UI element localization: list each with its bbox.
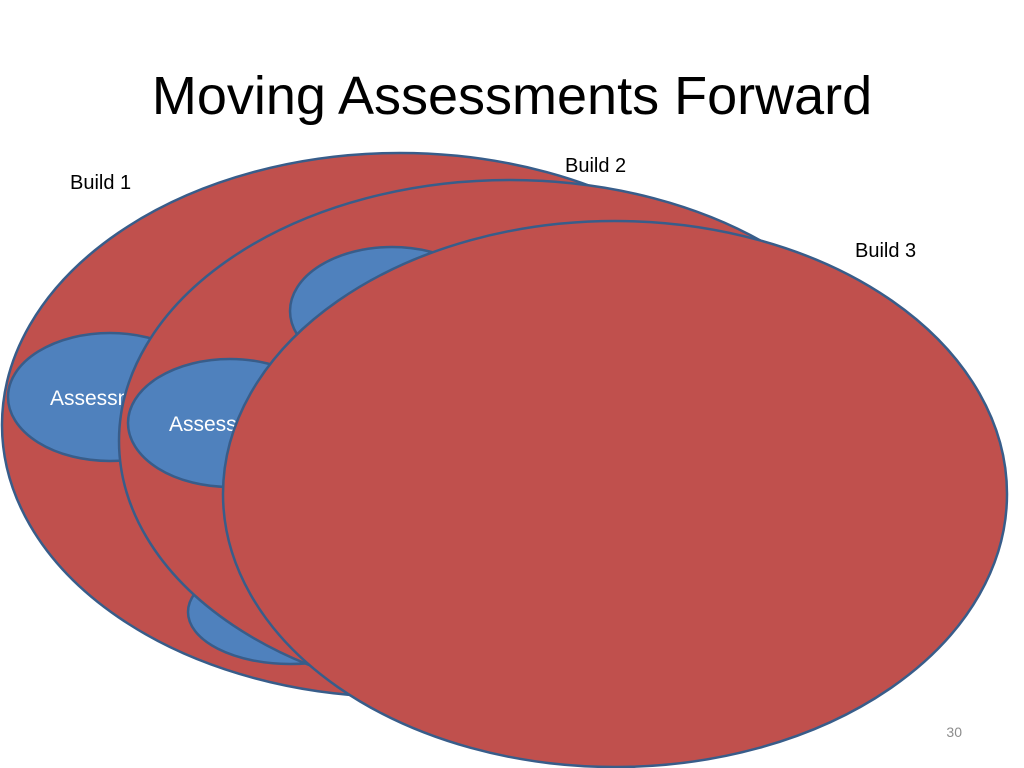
- build-3-group: [221, 219, 1009, 768]
- build-3-ellipse: [221, 219, 1009, 768]
- slide-title: Moving Assessments Forward: [151, 66, 873, 126]
- slide-number: 30: [946, 724, 962, 740]
- build-3-label: Build 3: [855, 240, 917, 262]
- build-2-label: Build 2: [565, 155, 627, 177]
- build-1-label: Build 1: [70, 172, 132, 194]
